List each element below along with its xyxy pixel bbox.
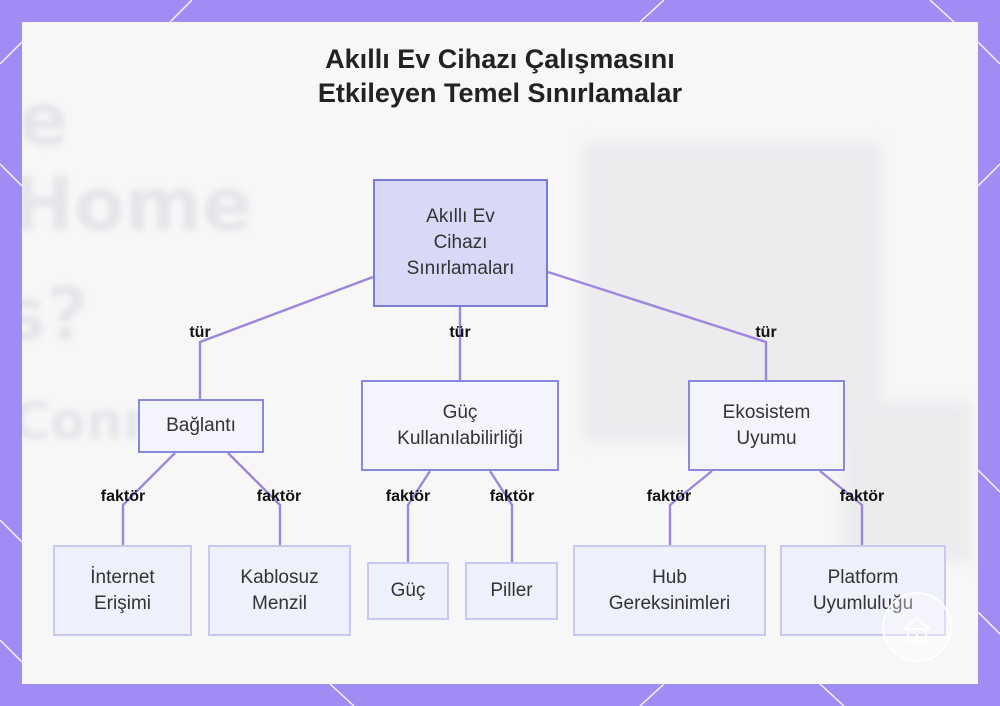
node-ekosistem-uyumu: Ekosistem Uyumu <box>688 380 845 471</box>
node-kablosuz-menzil: Kablosuz Menzil <box>208 545 351 636</box>
home-badge <box>882 592 952 662</box>
edge-label-faktor: faktör <box>256 488 302 505</box>
edge-gk-guc <box>406 470 432 562</box>
background-photo-block <box>842 402 972 562</box>
background-text: Home <box>22 162 253 248</box>
background-text: re <box>22 77 69 163</box>
edge-label-faktor: faktör <box>839 488 885 505</box>
node-internet-erisimi: İnternet Erişimi <box>53 545 192 636</box>
edge-label-faktor: faktör <box>489 488 535 505</box>
node-piller: Piller <box>465 562 558 620</box>
edge-label-faktor: faktör <box>385 488 431 505</box>
diagram-title: Akıllı Ev Cihazı Çalışmasını Etkileyen T… <box>0 42 1000 110</box>
background-text: Conn <box>22 392 160 452</box>
edge-label-tur: tür <box>189 324 211 341</box>
title-line-2: Etkileyen Temel Sınırlamalar <box>317 78 683 108</box>
edge-baglanti-kablosuz <box>227 452 282 546</box>
edge-baglanti-internet <box>121 452 176 546</box>
node-hub-gereksinimleri: Hub Gereksinimleri <box>573 545 766 636</box>
edge-label-tur: tür <box>755 324 777 341</box>
edge-label-faktor: faktör <box>100 488 146 505</box>
node-baglanti: Bağlantı <box>138 399 264 453</box>
edge-label-faktor: faktör <box>646 488 692 505</box>
edge-eko-hub <box>668 470 713 546</box>
edge-root-ekosistem <box>547 270 768 380</box>
title-line-1: Akıllı Ev Cihazı Çalışmasını <box>325 44 675 74</box>
background-text: s? <box>22 272 89 358</box>
edge-gk-piller <box>488 470 514 562</box>
home-icon <box>903 616 931 643</box>
node-root: Akıllı Ev Cihazı Sınırlamaları <box>373 179 548 307</box>
edge-label-tur: tür <box>449 324 471 341</box>
node-guc: Güç <box>367 562 449 620</box>
edge-eko-platform <box>819 470 864 546</box>
node-guc-kullanilabilirligi: Güç Kullanılabilirliği <box>361 380 559 471</box>
edge-root-baglanti <box>198 275 374 400</box>
